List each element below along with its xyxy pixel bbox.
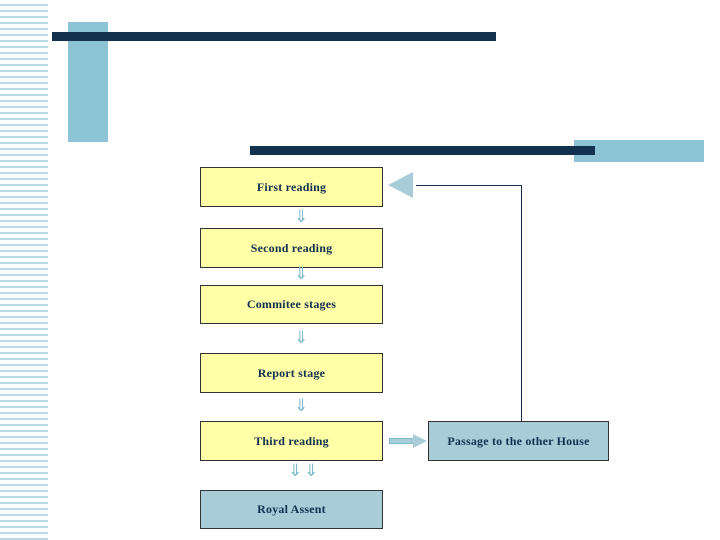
down-arrow-icon-5: ⇓ xyxy=(288,461,303,481)
right-arrow-head xyxy=(413,434,427,448)
left-stripe-band xyxy=(0,0,48,540)
top-title-rule xyxy=(52,32,496,41)
down-arrow-icon-2: ⇓ xyxy=(294,264,309,284)
down-arrow-icon-4: ⇓ xyxy=(294,396,309,416)
flow-box-second-reading: Second reading xyxy=(200,228,383,268)
right-arrow-shaft xyxy=(389,438,415,444)
flow-box-third-reading: Third reading xyxy=(200,421,383,461)
down-arrow-icon-3: ⇓ xyxy=(294,328,309,348)
top-accent-block xyxy=(68,22,108,142)
flow-box-committee-stages: Commitee stages xyxy=(200,285,383,324)
down-arrow-icon-6: ⇓ xyxy=(304,461,319,481)
feedback-arrow-icon xyxy=(388,172,413,198)
flow-box-royal-assent: Royal Assent xyxy=(200,490,383,529)
flow-box-passage-other-house: Passage to the other House xyxy=(428,421,609,461)
flow-box-report-stage: Report stage xyxy=(200,353,383,393)
mid-accent-block xyxy=(574,140,704,162)
flow-box-first-reading: First reading xyxy=(200,167,383,207)
down-arrow-icon-1: ⇓ xyxy=(294,207,309,227)
feedback-connector-vertical xyxy=(521,185,522,441)
right-arrow-icon xyxy=(389,434,427,448)
mid-title-rule xyxy=(250,146,595,155)
feedback-connector-horizontal xyxy=(416,185,522,186)
